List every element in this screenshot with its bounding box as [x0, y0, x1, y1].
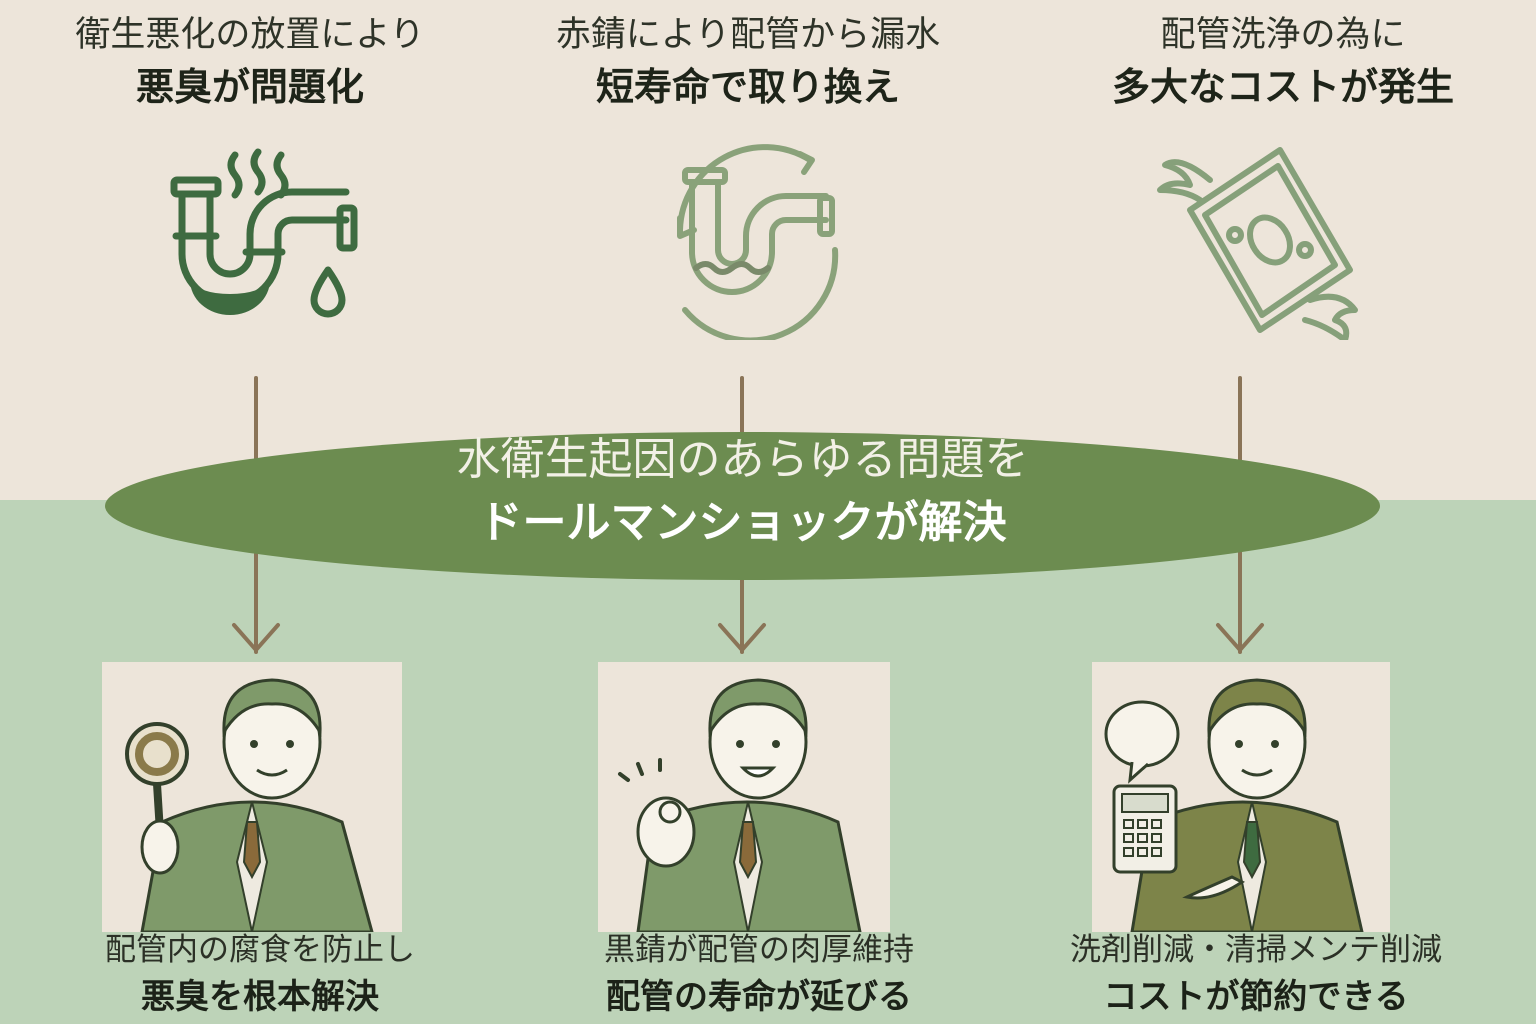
rusty-pipe-cycle-icon — [640, 140, 860, 344]
banner-title: ドールマンショックが解決 — [478, 497, 1007, 548]
problem-leak-cause: 赤錆により配管から漏水 — [555, 15, 941, 55]
problem-odor: 衛生悪化の放置により 悪臭が問題化 — [10, 10, 490, 114]
result-odor: 配管内の腐食を防止し 悪臭を根本解決 — [0, 928, 520, 1022]
worker-with-magnifier — [102, 662, 402, 932]
result-cost-detail: 洗剤削減・清掃メンテ削減 — [1070, 932, 1442, 968]
result-lifespan-detail: 黒錆が配管の肉厚維持 — [604, 932, 914, 968]
problem-leak: 赤錆により配管から漏水 短寿命で取り換え — [508, 10, 988, 114]
flying-money-icon — [1150, 140, 1370, 343]
solution-banner-text: 水衛生起因のあらゆる問題を ドールマンショックが解決 — [105, 430, 1380, 556]
problem-odor-cause: 衛生悪化の放置により — [75, 15, 425, 55]
result-cost-title: コストが節約できる — [1103, 977, 1409, 1017]
problem-odor-title: 悪臭が問題化 — [135, 65, 364, 109]
worker-with-calculator — [1092, 662, 1390, 932]
problem-cost: 配管洗浄の為に 多大なコストが発生 — [1043, 10, 1523, 114]
result-lifespan: 黒錆が配管の肉厚維持 配管の寿命が延びる — [499, 928, 1019, 1022]
worker-ok-sign — [598, 662, 890, 932]
result-lifespan-title: 配管の寿命が延びる — [606, 977, 912, 1017]
problem-leak-title: 短寿命で取り換え — [595, 65, 900, 109]
result-odor-detail: 配管内の腐食を防止し — [105, 932, 415, 968]
problem-cost-cause: 配管洗浄の為に — [1160, 15, 1406, 55]
banner-subtitle: 水衛生起因のあらゆる問題を — [456, 434, 1029, 485]
result-odor-title: 悪臭を根本解決 — [141, 977, 379, 1017]
solution-banner — [105, 432, 1380, 580]
smelly-pipe-icon — [150, 140, 370, 340]
problem-cost-title: 多大なコストが発生 — [1111, 65, 1454, 109]
result-cost: 洗剤削減・清掃メンテ削減 コストが節約できる — [996, 928, 1516, 1022]
